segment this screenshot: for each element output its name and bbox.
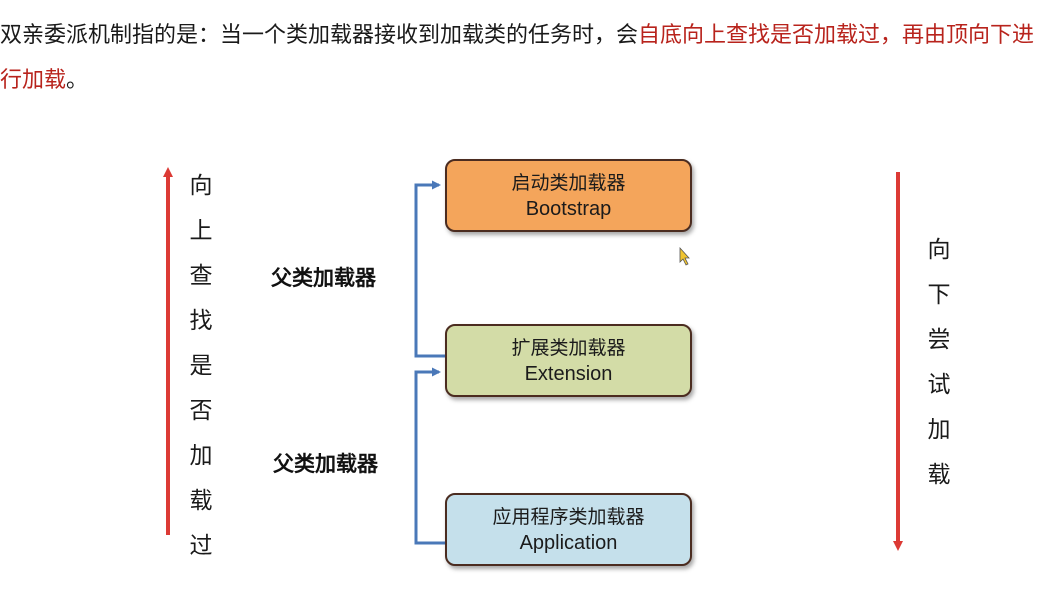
vertical-char: 载 xyxy=(927,462,951,488)
vertical-char: 向 xyxy=(927,237,951,263)
search-upward-label: 向 上 查 找 是 否 加 载 过 xyxy=(184,164,218,569)
vertical-char: 载 xyxy=(189,488,213,514)
vertical-char: 尝 xyxy=(927,327,951,353)
intro-paragraph: 双亲委派机制指的是：当一个类加载器接收到加载类的任务时，会自底向上查找是否加载过… xyxy=(0,13,1035,103)
bootstrap-loader-box: 启动类加载器 Bootstrap xyxy=(445,159,692,232)
bootstrap-en-label: Bootstrap xyxy=(525,197,612,220)
extension-en-label: Extension xyxy=(524,362,613,385)
vertical-char: 过 xyxy=(189,533,213,559)
application-en-label: Application xyxy=(519,531,618,554)
cursor-icon xyxy=(679,246,690,266)
bootstrap-cn-label: 启动类加载器 xyxy=(511,171,626,194)
extension-loader-box: 扩展类加载器 Extension xyxy=(445,324,692,397)
parent-loader-label: 父类加载器 xyxy=(273,452,378,476)
vertical-char: 下 xyxy=(927,282,951,308)
vertical-char: 上 xyxy=(189,218,213,244)
vertical-char: 查 xyxy=(189,263,213,289)
connector-application-to-extension xyxy=(414,367,445,545)
intro-end: 。 xyxy=(66,68,89,93)
application-cn-label: 应用程序类加载器 xyxy=(492,505,645,528)
vertical-char: 加 xyxy=(927,417,951,443)
try-downward-label: 向 下 尝 试 加 载 xyxy=(922,228,956,498)
extension-cn-label: 扩展类加载器 xyxy=(511,336,626,359)
intro-text: 双亲委派机制指的是：当一个类加载器接收到加载类的任务时，会 xyxy=(0,23,639,48)
vertical-char: 向 xyxy=(189,173,213,199)
vertical-char: 否 xyxy=(189,398,213,424)
vertical-char: 找 xyxy=(189,308,213,334)
vertical-char: 试 xyxy=(927,372,951,398)
application-loader-box: 应用程序类加载器 Application xyxy=(445,493,692,566)
parent-loader-label: 父类加载器 xyxy=(271,266,376,290)
vertical-char: 加 xyxy=(189,443,213,469)
intro-highlight: 自底向上查找是否加载过，再由顶向下进行加载 xyxy=(0,23,1035,93)
vertical-char: 是 xyxy=(189,353,213,379)
connector-extension-to-bootstrap xyxy=(414,180,445,358)
